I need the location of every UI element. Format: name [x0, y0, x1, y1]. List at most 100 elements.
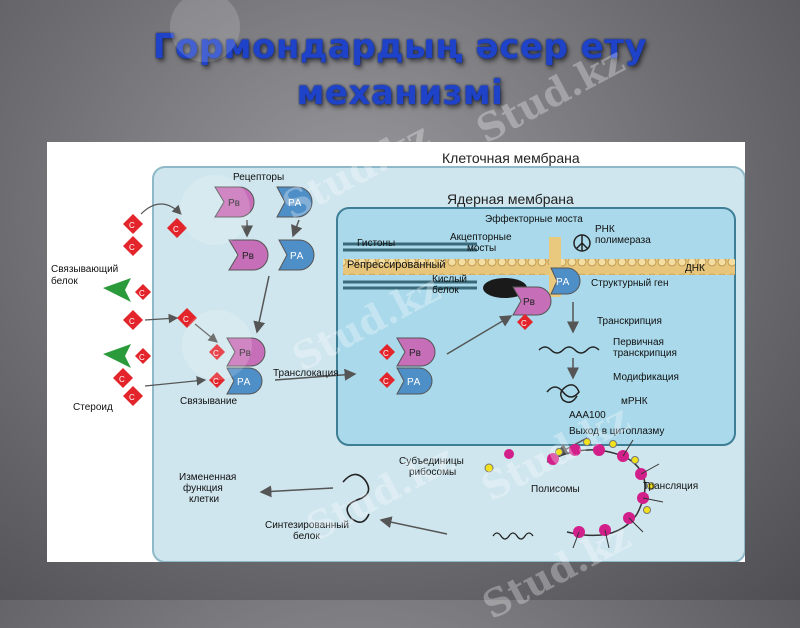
steroid-dna [517, 314, 533, 330]
arrow-protein [379, 516, 448, 535]
arrow-exchange [140, 203, 182, 215]
histones-label: Гистоны [357, 238, 395, 249]
cell-membrane-label: Клеточная мембрана [442, 150, 580, 166]
c-2: С [173, 225, 179, 234]
ribosome-subunit-pink [504, 449, 514, 459]
receptor-pa-dna [550, 267, 581, 295]
acceptor-bridges-label-1: Акцепторные [450, 232, 512, 243]
primary-transcript-label-1: Первичная [613, 337, 664, 348]
ribosome-subunit-yellow [484, 463, 494, 473]
receptor-pa-1 [276, 186, 313, 218]
pb-label-2: Pв [242, 251, 254, 262]
primary-transcript-label-2: транскрипция [613, 348, 677, 359]
translocation-label: Транслокация [273, 368, 339, 379]
steroid-7 [135, 348, 151, 364]
modification-label: Модификация [613, 371, 679, 383]
diagram-svg: Клеточная мембрана Ядерная мембрана Эффе… [51, 150, 745, 562]
pb-label-nuc: Pв [409, 348, 421, 359]
changed-function-label-3: клетки [189, 494, 219, 505]
steroid-4 [135, 284, 151, 300]
pa-label-1: PА [288, 198, 302, 209]
steroid-1 [123, 214, 143, 234]
c-7: С [139, 353, 145, 362]
c-1: С [129, 221, 135, 230]
rna-polymerase-label-2: полимераза [595, 235, 651, 246]
rna-polymerase-symbol [575, 235, 589, 251]
synth-protein-label-1: Синтезированный [265, 520, 349, 531]
peptide-chain [492, 532, 534, 540]
translation-label: Трансляция [643, 481, 698, 492]
arrow-translocation [274, 368, 357, 381]
slide-title: Гормондардың әсер ету механизмі [0, 24, 800, 116]
nascent-chains [572, 439, 664, 549]
arrow-steroid-2 [144, 376, 207, 387]
structural-gene-label: Структурный ген [591, 278, 668, 289]
receptor-pb-2 [228, 239, 269, 271]
rna-polymerase-label-1: РНК [595, 224, 615, 235]
ribosome-small-5 [647, 482, 655, 490]
ribosome-1 [547, 453, 559, 465]
pa-label-bind: PА [237, 377, 251, 388]
protein-coil [342, 473, 370, 523]
receptor-pa-bind [226, 367, 263, 395]
arrow-function [259, 485, 334, 498]
effector-bridges-label: Эффекторные моста [485, 213, 583, 225]
c-6: С [183, 315, 189, 324]
binding-protein-label-1: Связывающий [51, 264, 118, 275]
changed-function-label-2: функция [183, 482, 223, 494]
dna-strand [343, 259, 735, 275]
changed-function-label-1: Измененная [179, 472, 236, 483]
binding-protein-shape-1 [103, 278, 131, 302]
c-dna: С [521, 319, 527, 328]
steroid-5 [123, 310, 143, 330]
c-nuc-2: С [383, 377, 389, 386]
title-line-2: механизмі [296, 73, 504, 113]
c-5: С [129, 317, 135, 326]
arrow-steroid-in [144, 313, 179, 324]
steroid-3 [123, 236, 143, 256]
steroid-nuc-1 [379, 344, 395, 360]
nuclear-membrane-label: Ядерная мембрана [447, 191, 574, 207]
ribosome-3 [593, 444, 605, 456]
steroid-bind-2 [209, 372, 225, 388]
mrna-coil [546, 384, 580, 403]
c-bind-1: С [213, 349, 219, 358]
pa-label-dna: PА [556, 277, 570, 288]
primary-transcript-strand [538, 346, 600, 354]
acidic-protein-label-1: Кислый [432, 274, 467, 285]
c-8: С [119, 375, 125, 384]
c-bind-2: С [213, 377, 219, 386]
mrna-label: мРНК [621, 396, 648, 407]
ribosome-2 [569, 444, 581, 456]
ribosome-subunits-label-2: рибосомы [409, 466, 456, 478]
steroid-bind-1 [209, 344, 225, 360]
receptor-pb-bind [226, 337, 266, 367]
pa-label-2: PА [290, 251, 304, 262]
arrow-receptor-2 [291, 219, 303, 238]
ribosome-small-2 [583, 438, 591, 446]
arrow-to-binding [253, 275, 270, 334]
receptor-pa-2 [278, 239, 315, 271]
pa-label-nuc: PА [407, 377, 421, 388]
title-line-1: Гормондардың әсер ету [152, 27, 648, 67]
binding-protein-label-2: белок [51, 275, 78, 287]
ribosome-subunits-label-1: Субъединицы [399, 455, 464, 467]
acceptor-bridges-label-2: мосты [467, 243, 496, 254]
ribosome-small-4 [631, 456, 639, 464]
arrow-steroid-bind [194, 323, 218, 343]
steroid-9 [123, 386, 143, 406]
ribosome-small-1 [555, 448, 563, 456]
transcription-label: Транскрипция [597, 316, 662, 327]
dna-label: ДНК [685, 263, 705, 274]
pb-label-dna: Pв [523, 297, 535, 308]
binding-protein-shape-2 [103, 344, 131, 368]
receptor-pb-1 [214, 186, 255, 218]
steroid-8 [113, 368, 133, 388]
acidic-protein-label-2: белок [432, 284, 459, 296]
steroid-label: Стероид [73, 402, 113, 413]
repressed-label: Репрессированный [347, 259, 446, 271]
hormone-mechanism-figure: Клеточная мембрана Ядерная мембрана Эффе… [47, 142, 745, 562]
c-9: С [129, 393, 135, 402]
ribosome-small-3 [609, 440, 617, 448]
polya-label: ААА100 [569, 410, 606, 421]
